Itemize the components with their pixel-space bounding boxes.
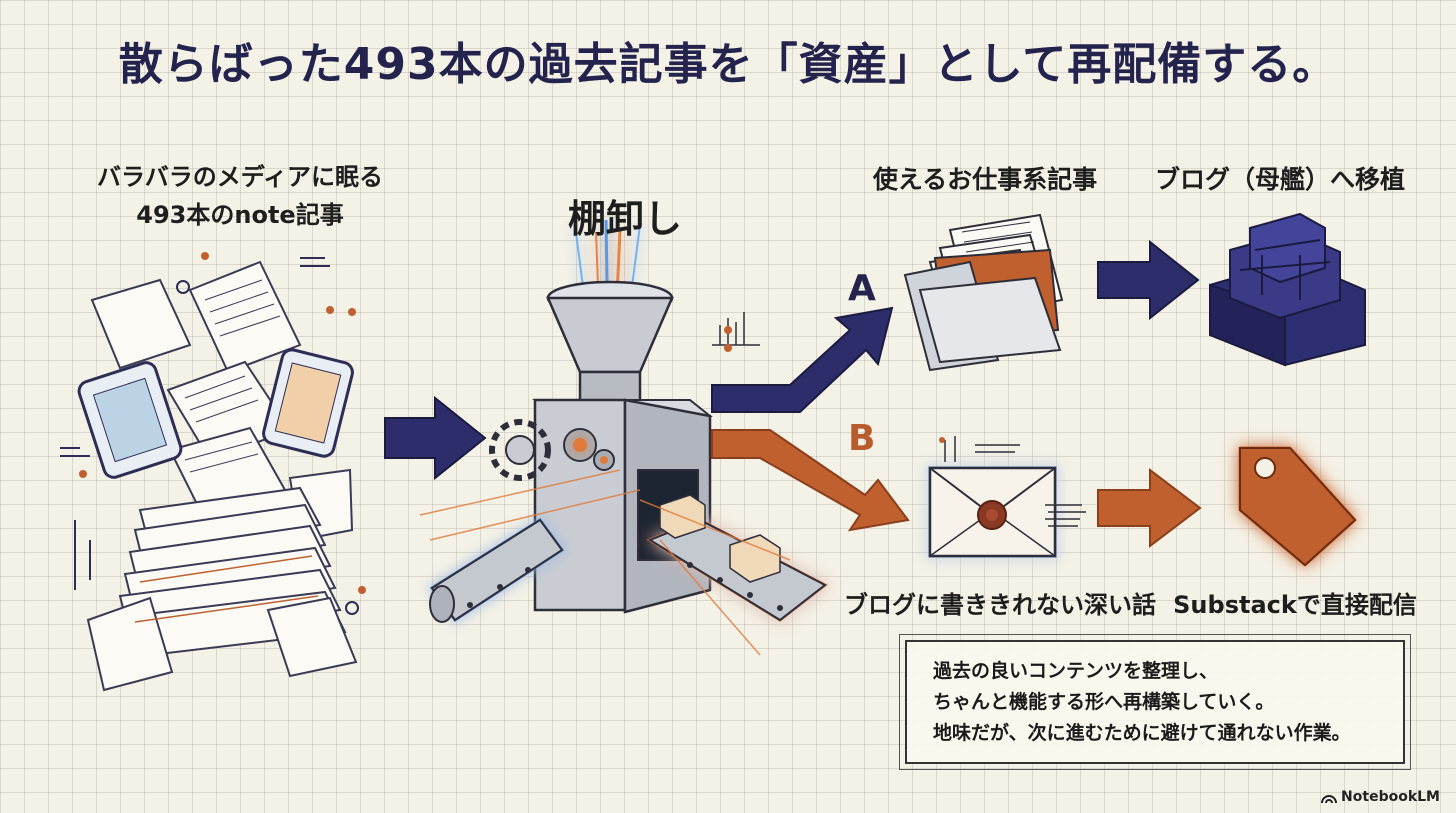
route-b-label: ブログに書ききれない深い話 [844,591,1156,619]
funnel-machine-icon [419,219,828,656]
building-blocks-icon [1209,212,1366,367]
route-b-letter: B [848,418,876,459]
route-a-destination-label: ブログ（母艦）へ移植 [1154,165,1405,194]
envelope-icon [928,436,1086,558]
route-b-destination-label: Substackで直接配信 [1173,591,1417,619]
tablet-icon [77,348,354,479]
decor-dots [79,252,366,594]
summary-line-2: ちゃんと機能する形へ再構築していく。 [933,691,1275,713]
summary-line-3: 地味だが、次に進むために避けて通れない作業。 [933,722,1351,744]
paper-pile-icon [86,260,358,692]
folder-icon [903,213,1064,372]
input-arrow [384,395,487,481]
brand-name: NotebookLM [1341,789,1440,805]
process-label: 棚卸し [567,197,682,241]
route-a-arrow [711,306,894,413]
decor-lines [60,257,359,615]
route-b-destination-arrow [1097,467,1202,549]
source-label: バラバラのメディアに眠る 493本のnote記事 [40,158,440,234]
source-label-line-2: 493本のnote記事 [136,201,344,229]
route-a-letter: A [848,268,876,309]
route-a-label: 使えるお仕事系記事 [872,165,1098,194]
route-b-arrow [711,429,910,532]
brand-badge: NotebookLM [1321,789,1440,805]
tag-icon [1238,446,1357,567]
notebooklm-logo-icon [1321,795,1338,804]
summary-line-1: 過去の良いコンテンツを整理し、 [933,660,1219,682]
route-a-destination-arrow [1097,239,1200,321]
page-title: 散らばった493本の過去記事を「資産」として再配備する。 [118,39,1338,90]
source-label-line-1: バラバラのメディアに眠る [96,163,384,191]
summary-box: 過去の良いコンテンツを整理し、 ちゃんと機能する形へ再構築していく。 地味だが、… [899,634,1411,770]
